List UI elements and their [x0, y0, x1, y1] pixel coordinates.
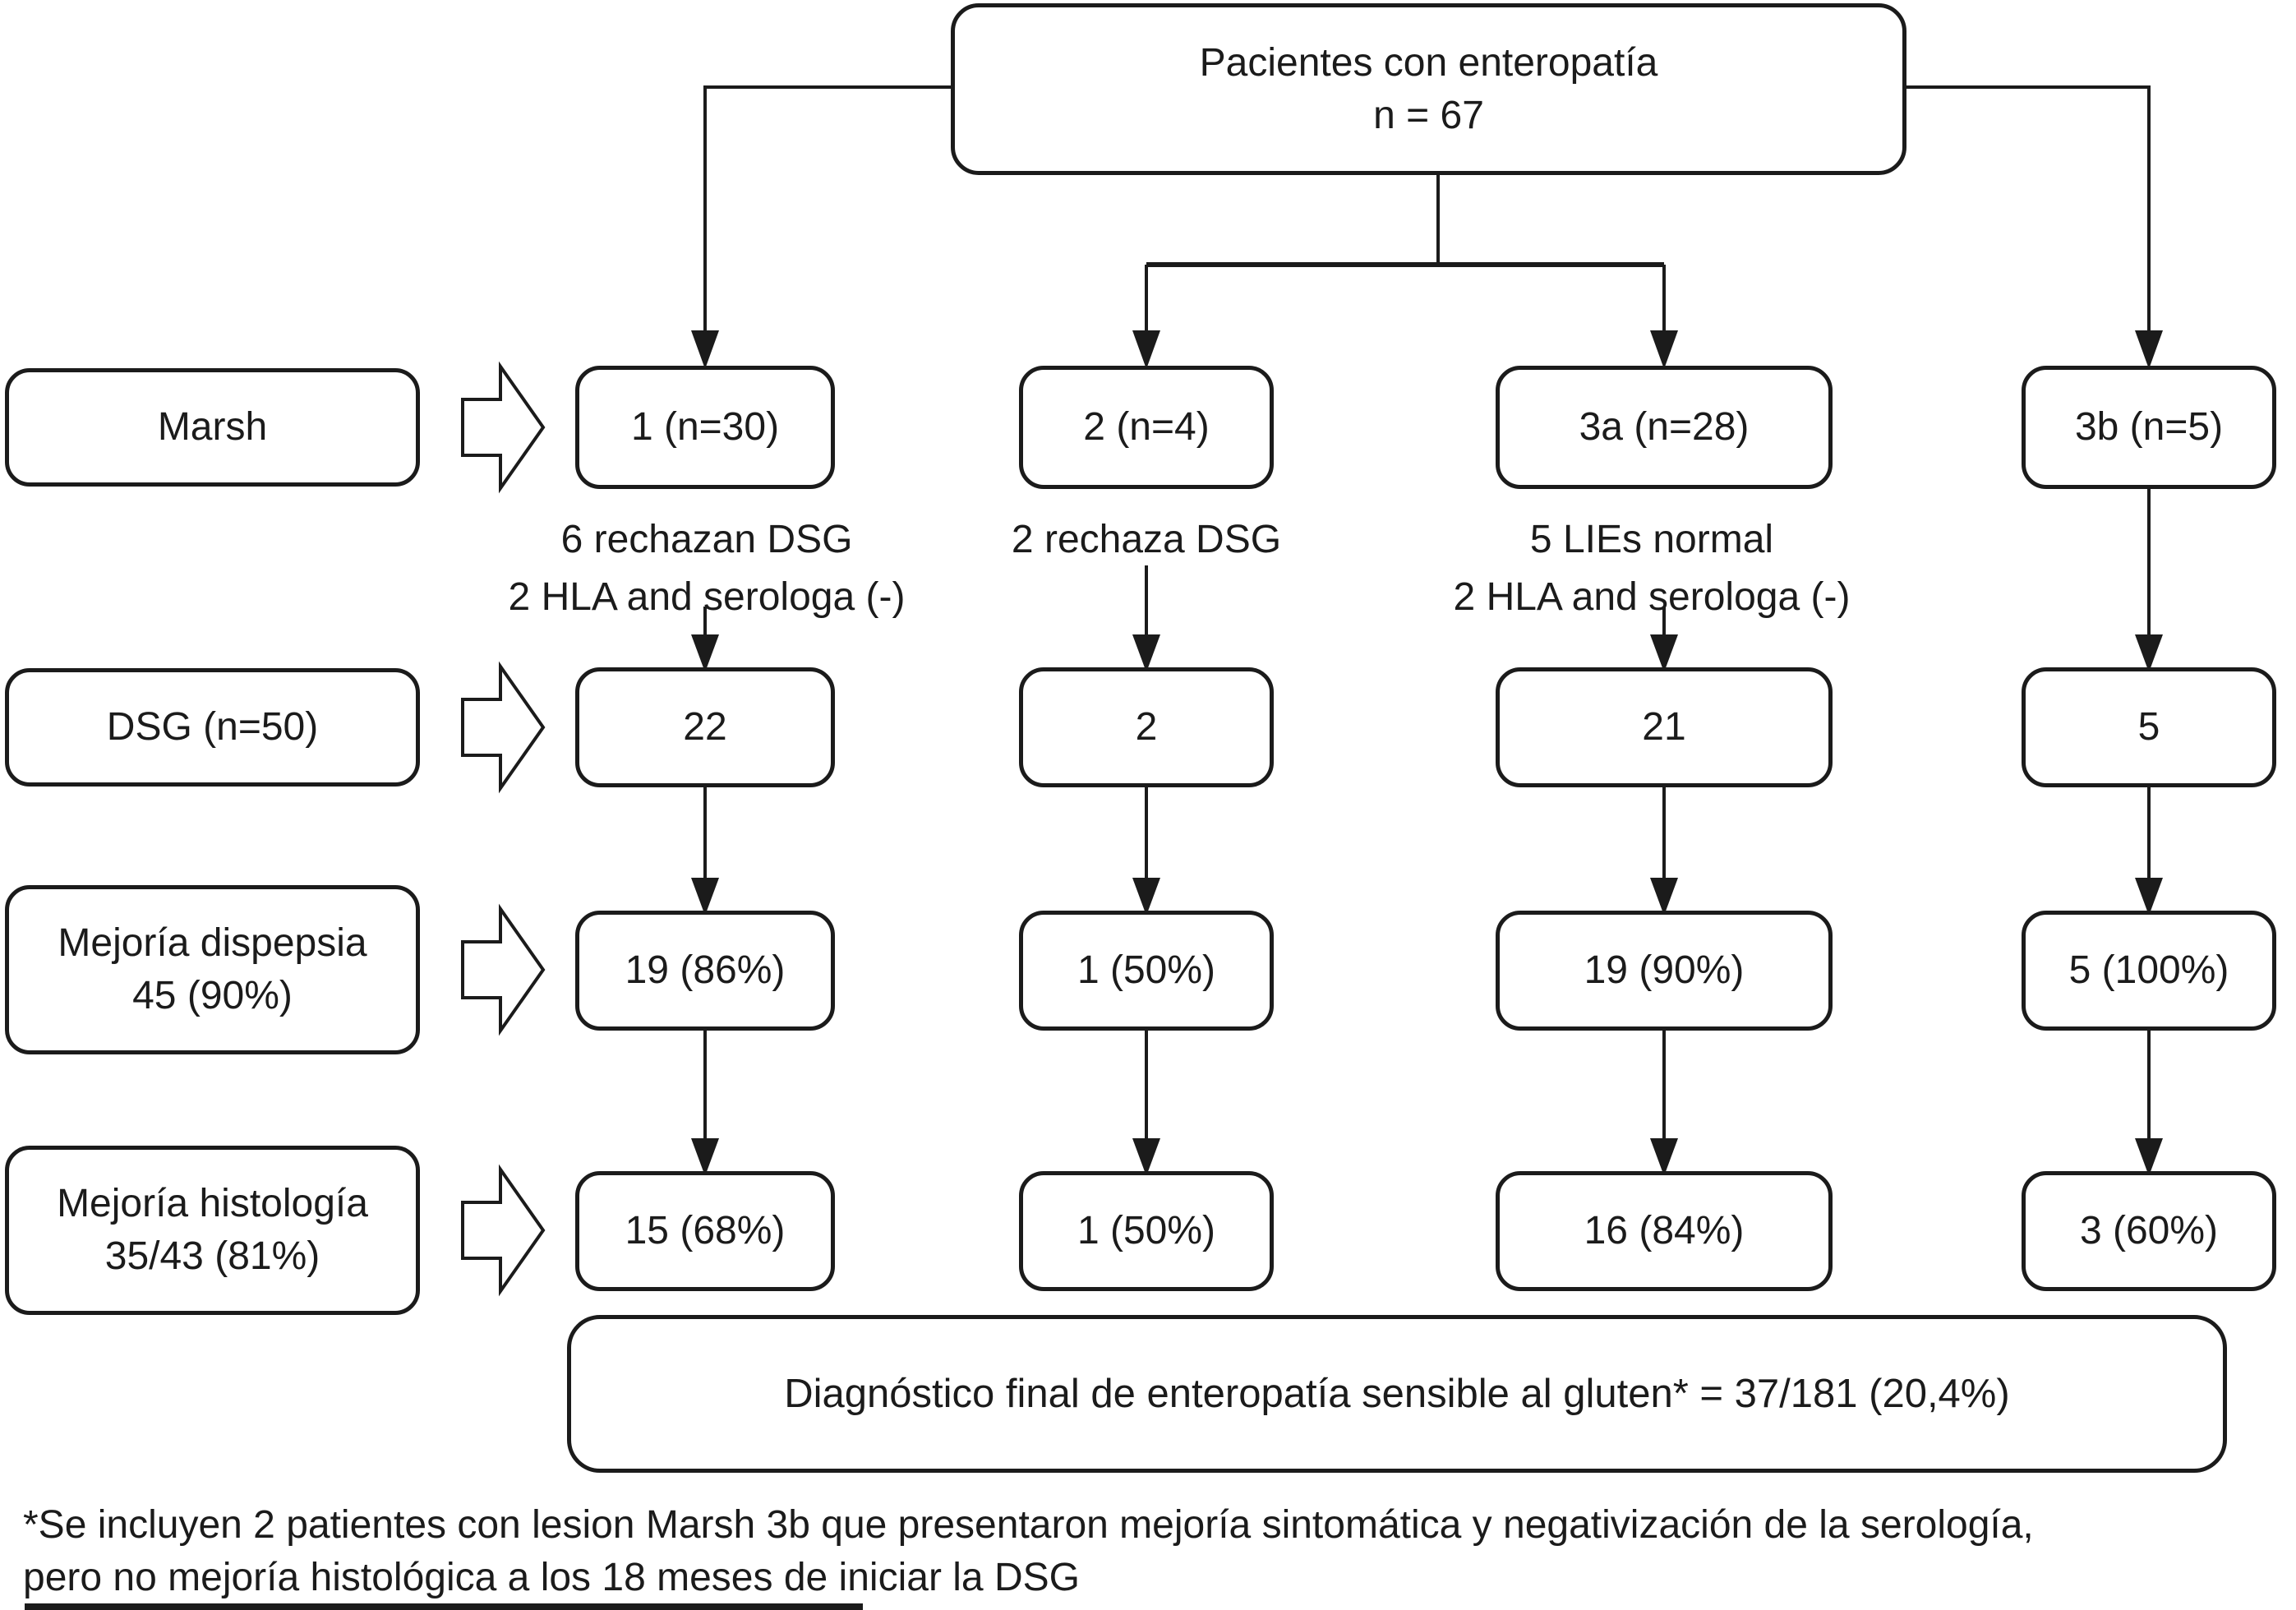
- arrowhead-col2-row4: [1132, 1138, 1160, 1176]
- node-dsg-col4: 5: [2022, 667, 2276, 787]
- node-histologia-col2: 1 (50%): [1019, 1171, 1274, 1291]
- arrowhead-col2-row1: [1132, 330, 1160, 369]
- block-arrow-row-marsh: [461, 361, 546, 494]
- node-histologia-col4: 3 (60%): [2022, 1171, 2276, 1291]
- node-dispepsia-col4: 5 (100%): [2022, 911, 2276, 1031]
- note-col3-exclusions: 5 LIEs normal 2 HLA and serologa (-): [1453, 518, 1851, 619]
- arrowhead-col1-row2: [691, 634, 719, 672]
- arrowhead-col1-row4: [691, 1138, 719, 1176]
- node-dispepsia-col2: 1 (50%): [1019, 911, 1274, 1031]
- node-dsg-col1: 22: [575, 667, 835, 787]
- arrowhead-col2-row3: [1132, 878, 1160, 916]
- node-marsh-3a: 3a (n=28): [1496, 366, 1833, 489]
- row-label-dsg: DSG (n=50): [5, 668, 420, 787]
- arrowhead-col2-row2: [1132, 634, 1160, 672]
- arrowhead-col4-row2: [2135, 634, 2163, 672]
- node-final-diagnosis: Diagnóstico final de enteropatía sensibl…: [567, 1315, 2227, 1473]
- node-marsh-1: 1 (n=30): [575, 366, 835, 489]
- block-arrow-row-histologia: [461, 1164, 546, 1297]
- node-dsg-col3: 21: [1496, 667, 1833, 787]
- node-histologia-col1: 15 (68%): [575, 1171, 835, 1291]
- arrowhead-col3-row1: [1650, 330, 1678, 369]
- footnote: *Se incluyen 2 patientes con lesion Mars…: [23, 1503, 2034, 1599]
- node-dispepsia-col3: 19 (90%): [1496, 911, 1833, 1031]
- cropped-rule-artifact: [25, 1603, 863, 1610]
- node-pacientes-enteropatia: Pacientes con enteropatía n = 67: [951, 3, 1906, 175]
- row-label-dispepsia: Mejoría dispepsia 45 (90%): [5, 885, 420, 1054]
- node-dispepsia-col1: 19 (86%): [575, 911, 835, 1031]
- row-label-histologia: Mejoría histología 35/43 (81%): [5, 1146, 420, 1315]
- arrowhead-col1-row1: [691, 330, 719, 369]
- arrowhead-col4-row3: [2135, 878, 2163, 916]
- connector-top-to-col4: [1905, 85, 2151, 333]
- arrowhead-col3-row2: [1650, 634, 1678, 672]
- block-arrow-row-dispepsia: [461, 903, 546, 1036]
- arrowhead-col4-row1: [2135, 330, 2163, 369]
- node-marsh-3b: 3b (n=5): [2022, 366, 2276, 489]
- block-arrow-row-dsg: [461, 661, 546, 794]
- arrowhead-col3-row3: [1650, 878, 1678, 916]
- node-histologia-col3: 16 (84%): [1496, 1171, 1833, 1291]
- arrowhead-col3-row4: [1650, 1138, 1678, 1176]
- node-marsh-2: 2 (n=4): [1019, 366, 1274, 489]
- connector-top-to-col1: [703, 85, 951, 333]
- arrowhead-col4-row4: [2135, 1138, 2163, 1176]
- row-label-marsh: Marsh: [5, 368, 420, 487]
- note-col2-exclusions: 2 rechaza DSG: [1011, 518, 1282, 561]
- note-col1-exclusions: 6 rechazan DSG 2 HLA and serologa (-): [508, 518, 906, 619]
- node-dsg-col2: 2: [1019, 667, 1274, 787]
- arrowhead-col1-row3: [691, 878, 719, 916]
